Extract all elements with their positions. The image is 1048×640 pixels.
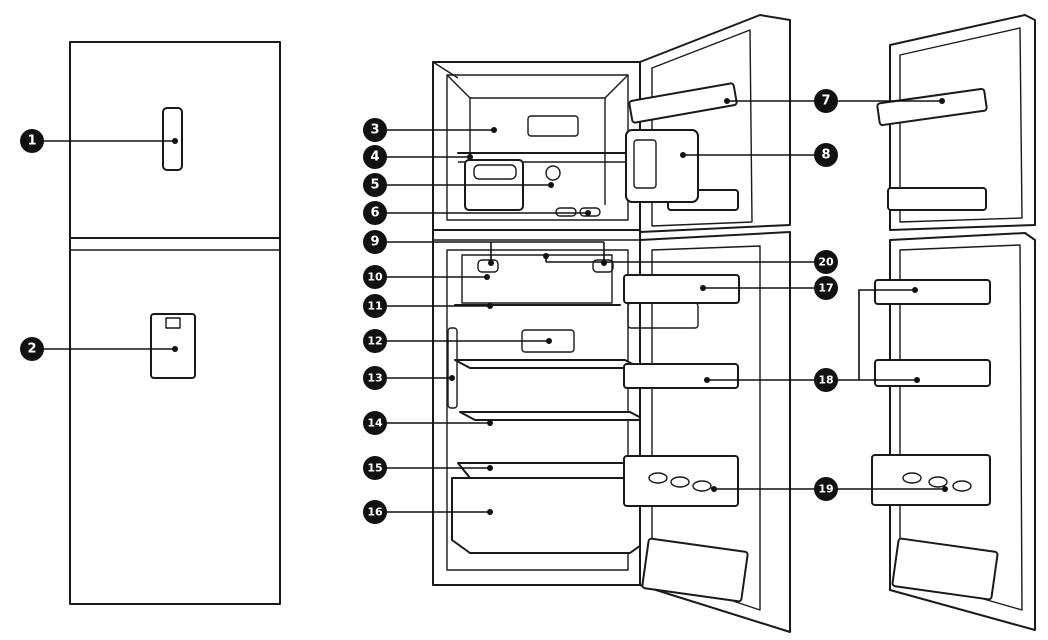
svg-text:13: 13 [367, 372, 382, 385]
fridge-interior [446, 249, 629, 571]
closed-fridge [69, 41, 281, 605]
callout-17: 17 [814, 276, 838, 300]
callout-16: 16 [363, 500, 387, 524]
freezer-display-panel [162, 107, 183, 171]
freezer-door-bin-upper [628, 82, 738, 124]
right-fridge-bin-2 [874, 359, 991, 387]
right-fridge-door [889, 232, 1036, 631]
right-freezer-bin-lower [887, 187, 987, 211]
fridge-back-panel [461, 254, 613, 304]
water-dispenser [150, 313, 196, 379]
fridge-door-bin-upper [623, 363, 739, 389]
vegetable-box-cover [457, 462, 646, 479]
callout-3: 3 [363, 118, 387, 142]
fridge-side-strip [447, 327, 458, 409]
svg-text:3: 3 [370, 123, 379, 138]
callout-19: 19 [814, 477, 838, 501]
vegetable-box [451, 477, 649, 554]
fridge-door-bin-bottom [641, 537, 749, 603]
ice-bucket [625, 129, 699, 203]
svg-text:2: 2 [27, 342, 36, 357]
fridge-body-outline [69, 41, 281, 605]
callout-6: 6 [363, 201, 387, 225]
svg-text:16: 16 [367, 506, 383, 519]
right-fridge-bin-bottom [891, 537, 999, 601]
svg-text:1: 1 [27, 134, 36, 149]
right-freezer-door-inner [899, 27, 1023, 223]
svg-text:5: 5 [370, 178, 379, 193]
svg-text:15: 15 [367, 462, 382, 475]
right-doors [871, 14, 1036, 631]
svg-text:17: 17 [818, 282, 833, 295]
callout-1: 1 [20, 129, 44, 153]
callout-11: 11 [363, 294, 387, 318]
svg-text:14: 14 [367, 417, 383, 430]
callout-12: 12 [363, 329, 387, 353]
svg-text:4: 4 [370, 150, 379, 165]
svg-text:8: 8 [821, 148, 830, 163]
callout-7: 7 [814, 89, 838, 113]
svg-text:9: 9 [370, 235, 379, 250]
right-egg-slot-1 [902, 472, 922, 484]
svg-text:11: 11 [367, 300, 382, 313]
water-tank [623, 274, 740, 304]
callout-13: 13 [363, 366, 387, 390]
ice-tray [473, 164, 517, 180]
leader-lines [32, 98, 948, 515]
freezer-light [545, 165, 561, 181]
egg-tray [623, 455, 739, 507]
dispenser-nozzle [165, 317, 181, 329]
callout-20: 20 [814, 250, 838, 274]
right-fridge-bin-1 [874, 279, 991, 305]
callout-15: 15 [363, 456, 387, 480]
egg-slot-1 [648, 472, 668, 484]
callout-5: 5 [363, 173, 387, 197]
svg-text:12: 12 [367, 335, 382, 348]
callout-4: 4 [363, 145, 387, 169]
svg-text:20: 20 [818, 256, 834, 269]
freezer-vent [527, 115, 579, 137]
freezer-vent-cap-1 [555, 207, 577, 217]
callout-14: 14 [363, 411, 387, 435]
callout-2: 2 [20, 337, 44, 361]
egg-slot-3 [692, 480, 712, 492]
freezer-back-top [446, 74, 629, 99]
right-egg-slot-2 [928, 476, 948, 488]
fridge-shelf-2 [459, 411, 646, 421]
freezer-vent-cap-2 [579, 207, 601, 217]
fridge-shelf-1 [454, 359, 641, 369]
callout-10: 10 [363, 265, 387, 289]
callout-18: 18 [814, 368, 838, 392]
right-freezer-bin-upper [876, 87, 988, 127]
callout-8: 8 [814, 143, 838, 167]
callout-9: 9 [363, 230, 387, 254]
egg-slot-2 [670, 476, 690, 488]
freezer-interior [446, 74, 629, 221]
right-egg-slot-3 [952, 480, 972, 492]
right-egg-tray [871, 454, 991, 506]
open-fridge [432, 14, 791, 633]
fridge-light-right [592, 259, 614, 273]
svg-text:10: 10 [367, 271, 383, 284]
ice-bucket-window [633, 139, 657, 189]
svg-text:18: 18 [818, 374, 833, 387]
fridge-light-left [477, 259, 499, 273]
water-tank-base [627, 302, 699, 329]
svg-text:6: 6 [370, 206, 379, 221]
svg-text:19: 19 [818, 483, 833, 496]
svg-text:7: 7 [821, 94, 830, 109]
